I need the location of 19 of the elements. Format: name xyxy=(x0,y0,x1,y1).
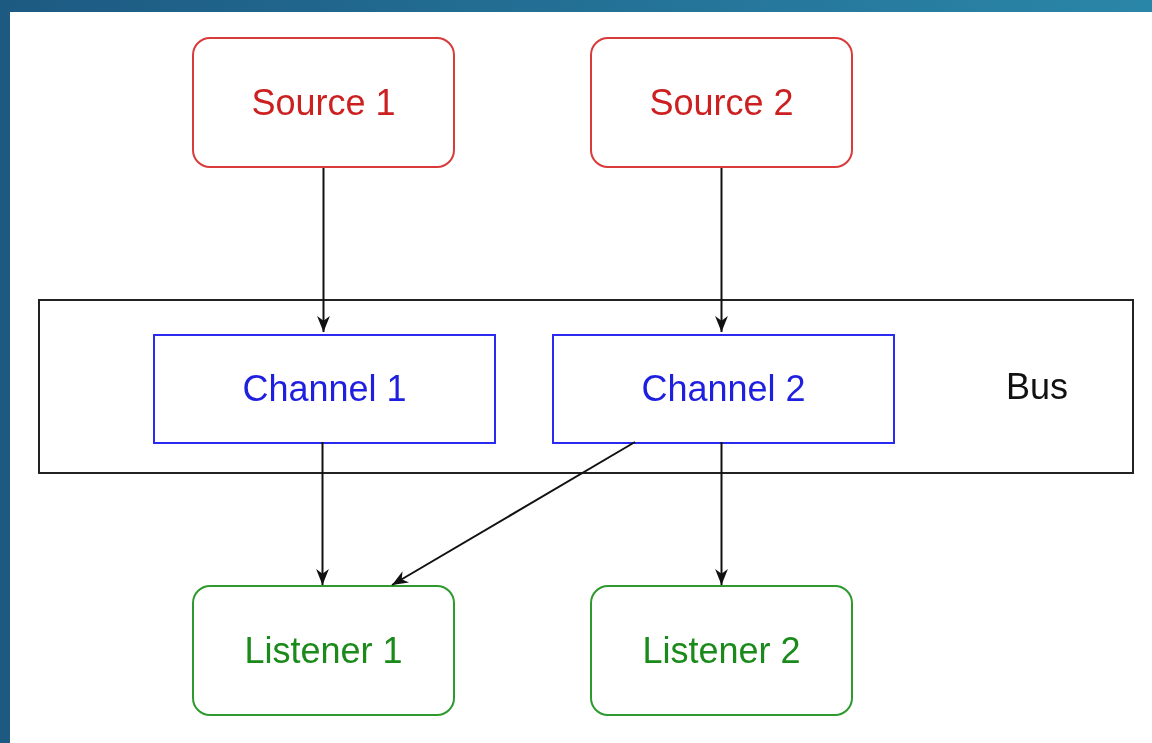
channel-box xyxy=(552,334,895,444)
arrow xyxy=(317,167,330,333)
channel-box xyxy=(153,334,496,444)
bus-container xyxy=(38,299,1134,474)
listener-box xyxy=(590,585,853,716)
node-label: Channel 1 xyxy=(242,368,407,410)
listener-box xyxy=(192,585,455,716)
node-label: Listener 2 xyxy=(642,629,801,672)
arrow xyxy=(715,167,728,333)
arrow xyxy=(316,441,329,586)
arrow xyxy=(715,441,728,586)
source-box xyxy=(192,37,455,168)
arrow xyxy=(391,441,636,586)
bus-label: Bus xyxy=(1005,365,1068,408)
node-label: Channel 2 xyxy=(641,368,806,410)
node-label: Listener 1 xyxy=(244,629,403,672)
node-label: Source 1 xyxy=(251,81,396,124)
source-box xyxy=(590,37,853,168)
node-label: Source 2 xyxy=(649,81,794,124)
